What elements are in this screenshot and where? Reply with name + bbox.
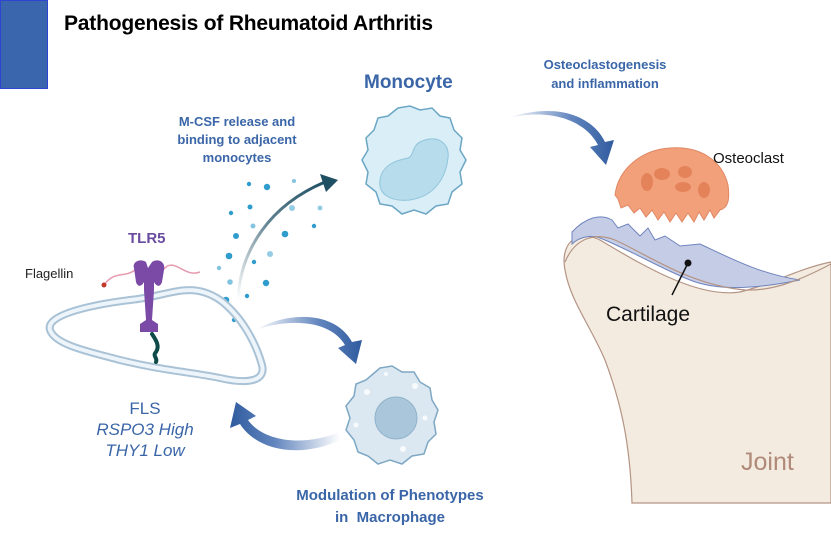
mcsf-label-line: monocytes [202,150,272,165]
fls-label-thy1: THY1 Low [105,441,185,460]
fls-label: FLS RSPO3 High THY1 Low [75,398,215,461]
monocyte-cell-icon [361,105,467,215]
fibroblast-cell-icon [45,286,267,386]
mcsf-label-line: binding to adjacent [177,132,297,147]
macrophage-cell-icon [345,365,439,465]
cartilage-pointer [671,259,692,296]
mcsf-particles [216,179,323,323]
diagram-title: Pathogenesis of Rheumatoid Arthritis [64,12,433,35]
accent-block [0,0,48,89]
macrophage-label-line: in Macrophage [334,509,446,526]
macrophage-label-line: Modulation of Phenotypes [296,487,484,504]
macrophage-label: Modulation of Phenotypes in Macrophage [270,485,510,529]
osteoclastogenesis-label-line: Osteoclastogenesis [543,57,667,72]
fls-label-rspo3: RSPO3 High [96,420,194,439]
fls-label-name: FLS [129,399,161,418]
flagellin-label: Flagellin [25,266,74,281]
mcsf-release-arrow [236,174,338,301]
macrophage-to-fls-arrow [230,402,340,451]
osteoclastogenesis-arrow [508,111,614,165]
osteoclastogenesis-label-line: and inflammation [551,76,659,91]
joint-label: Joint [741,448,794,476]
osteoclast-cell-icon [614,147,730,223]
monocyte-label: Monocyte [364,72,453,93]
tlr5-label: TLR5 [128,230,166,247]
mcsf-label: M-CSF release and binding to adjacent mo… [152,113,322,167]
fls-to-macrophage-arrow [255,316,362,364]
mcsf-label-line: M-CSF release and [178,114,296,129]
osteoclastogenesis-label: Osteoclastogenesis and inflammation [520,55,690,93]
cartilage-label: Cartilage [606,303,691,326]
tlr5-receptor-icon [101,260,201,364]
joint-bone-icon [563,216,831,504]
osteoclast-label: Osteoclast [713,150,784,167]
